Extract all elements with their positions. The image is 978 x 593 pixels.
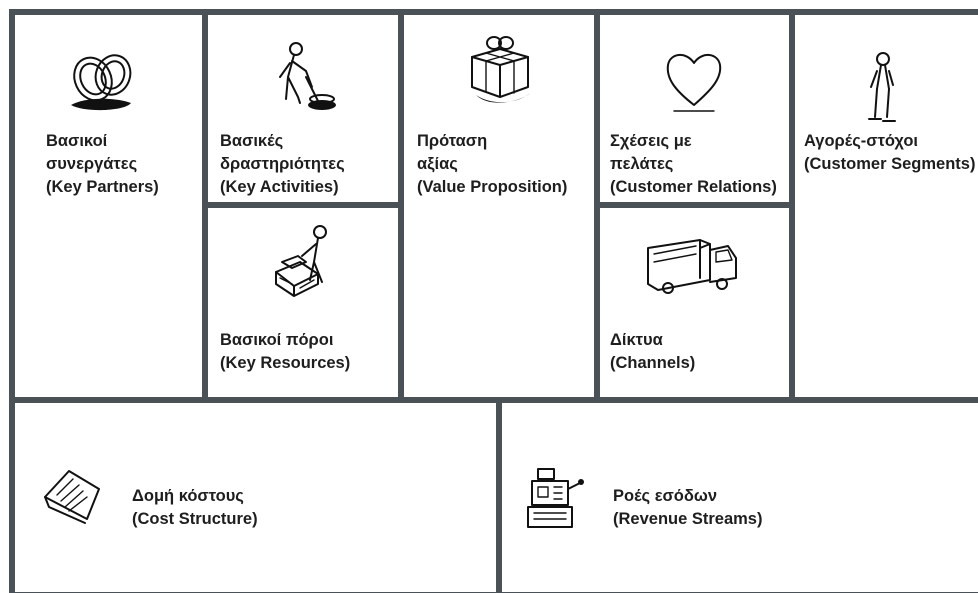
customer-segments-line-2: (Customer Segments) xyxy=(804,155,976,173)
revenue-streams-block: Ροές εσόδων (Revenue Streams) xyxy=(502,403,978,592)
key-partners-line-1: Βασικοί xyxy=(46,132,108,150)
key-activities-line-3: (Key Activities) xyxy=(220,178,339,196)
key-resources-block: Βασικοί πόροι (Key Resources) xyxy=(208,208,398,397)
revenue-streams-line-1: Ροές εσόδων xyxy=(613,487,718,505)
channels-block: Δίκτυα (Channels) xyxy=(600,208,789,397)
customer-segments-block: Αγορές-στόχοι (Customer Segments) xyxy=(795,15,978,397)
gift-box-icon xyxy=(466,35,536,114)
revenue-streams-label: Ροές εσόδων (Revenue Streams) xyxy=(613,485,762,531)
key-partners-line-2: συνεργάτες xyxy=(46,155,138,173)
value-proposition-line-2: αξίας xyxy=(417,155,458,173)
key-resources-line-2: (Key Resources) xyxy=(220,354,351,372)
key-activities-line-1: Βασικές xyxy=(220,132,284,150)
linked-rings-icon xyxy=(65,51,145,118)
revenue-streams-line-2: (Revenue Streams) xyxy=(613,510,763,528)
value-proposition-line-1: Πρόταση xyxy=(417,132,488,150)
channels-line-1: Δίκτυα xyxy=(610,331,663,349)
standing-person-icon xyxy=(863,51,903,130)
value-proposition-line-3: (Value Proposition) xyxy=(417,178,568,196)
cost-structure-label: Δομή κόστους (Cost Structure) xyxy=(132,485,258,531)
value-proposition-block: Πρόταση αξίας (Value Proposition) xyxy=(404,15,594,397)
customer-relations-line-2: πελάτες xyxy=(610,155,674,173)
key-resources-label: Βασικοί πόροι (Key Resources) xyxy=(220,329,350,375)
cost-structure-line-2: (Cost Structure) xyxy=(132,510,258,528)
key-partners-block: Βασικοί συνεργάτες (Key Partners) xyxy=(15,15,202,397)
channels-label: Δίκτυα (Channels) xyxy=(610,329,695,375)
value-proposition-label: Πρόταση αξίας (Value Proposition) xyxy=(417,130,567,199)
worker-shoveling-icon xyxy=(266,41,341,121)
heart-icon xyxy=(662,47,726,118)
cash-register-icon xyxy=(524,465,586,538)
customer-relations-block: Σχέσεις με πελάτες (Customer Relations) xyxy=(600,15,789,202)
worker-with-crates-icon xyxy=(270,222,350,303)
cost-structure-line-1: Δομή κόστους xyxy=(132,487,244,505)
channels-line-2: (Channels) xyxy=(610,354,696,372)
delivery-truck-icon xyxy=(644,234,740,301)
key-activities-label: Βασικές δραστηριότητες (Key Activities) xyxy=(220,130,345,199)
key-resources-line-1: Βασικοί πόροι xyxy=(220,331,334,349)
cost-structure-block: Δομή κόστους (Cost Structure) xyxy=(15,403,496,592)
key-partners-line-3: (Key Partners) xyxy=(46,178,159,196)
key-activities-block: Βασικές δραστηριότητες (Key Activities) xyxy=(208,15,398,202)
key-activities-line-2: δραστηριότητες xyxy=(220,155,345,173)
customer-segments-label: Αγορές-στόχοι (Customer Segments) xyxy=(804,130,975,176)
customer-relations-label: Σχέσεις με πελάτες (Customer Relations) xyxy=(610,130,777,199)
key-partners-label: Βασικοί συνεργάτες (Key Partners) xyxy=(46,130,159,199)
customer-relations-line-1: Σχέσεις με xyxy=(610,132,692,150)
customer-relations-line-3: (Customer Relations) xyxy=(610,178,777,196)
customer-segments-line-1: Αγορές-στόχοι xyxy=(804,132,918,150)
price-tag-icon xyxy=(41,467,105,528)
